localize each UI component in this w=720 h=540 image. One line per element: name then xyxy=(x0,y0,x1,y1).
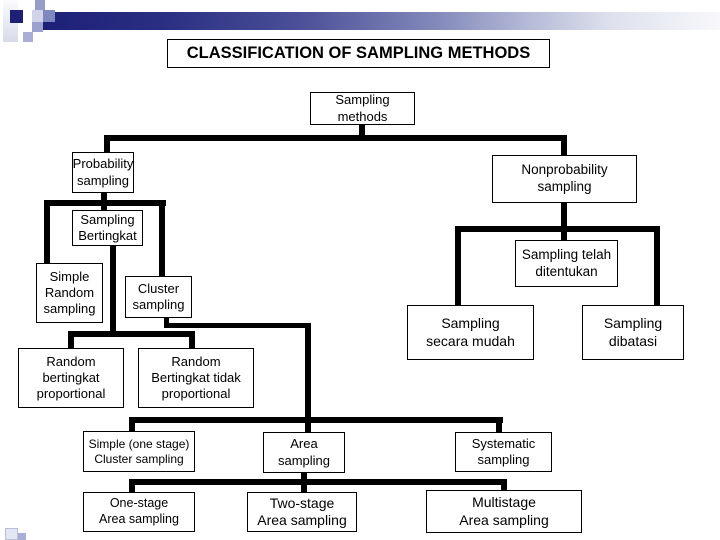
connector-line xyxy=(44,200,166,206)
node-label-line: ditentukan xyxy=(535,263,598,279)
connector-line xyxy=(110,246,116,337)
node-label-line: bertingkat xyxy=(42,369,100,385)
connector-line xyxy=(68,331,195,337)
connector-line xyxy=(305,323,311,433)
node-label-line: sampling xyxy=(76,172,130,188)
connector-line xyxy=(496,417,502,433)
connector-line xyxy=(654,226,660,306)
node-label-line: Simple (one stage) xyxy=(88,436,190,451)
connector-line xyxy=(455,226,660,232)
slide-title: CLASSIFICATION OF SAMPLING METHODS xyxy=(167,39,550,68)
node-label-line: Area sampling xyxy=(459,511,549,528)
node-label-line: Bertingkat tidak xyxy=(151,369,241,385)
node-label-line: sampling xyxy=(537,179,592,194)
node-label-line: sampling xyxy=(477,452,530,467)
connector-line xyxy=(44,200,50,264)
connector-line xyxy=(159,200,165,277)
node-label-line: Sampling xyxy=(441,315,500,331)
decoration-pixel-square xyxy=(32,22,43,32)
node-label-line: Multistage xyxy=(472,494,536,510)
node-label-line: secara mudah xyxy=(426,332,515,349)
node-label-line: dibatasi xyxy=(608,332,658,349)
node-simple-one-stage-cluster-sampling: Simple (one stage)Cluster sampling xyxy=(83,431,195,472)
node-label-line: Area xyxy=(290,436,318,452)
node-label-line: Simple xyxy=(49,268,90,284)
node-label-line: Random xyxy=(46,353,96,369)
node-label-line: Random xyxy=(44,284,95,300)
connector-line xyxy=(129,479,507,485)
connector-line xyxy=(359,124,365,137)
node-label-line: proportional xyxy=(36,386,106,402)
connector-line xyxy=(129,479,135,493)
connector-line xyxy=(189,331,195,349)
connector-line xyxy=(129,417,503,423)
connector-line xyxy=(129,417,135,432)
node-label-line: Cluster sampling xyxy=(94,451,184,466)
node-label-line: sampling xyxy=(277,452,331,468)
node-label-line: Two-stage xyxy=(269,494,335,511)
connector-line xyxy=(455,226,461,306)
node-label-line: Sampling xyxy=(603,315,663,331)
decoration-pixel-square xyxy=(35,0,45,11)
connector-line xyxy=(68,331,74,349)
node-label-line: One-stage xyxy=(109,496,169,511)
connector-line xyxy=(561,135,567,156)
node-label-line: methods xyxy=(337,108,388,124)
decoration-pixel-square-navy xyxy=(10,10,23,23)
node-label-line: Sampling xyxy=(80,211,135,227)
node-label-line: Area sampling xyxy=(99,512,179,526)
connector-line xyxy=(501,479,507,491)
connector-line xyxy=(561,203,567,241)
node-label-line: Random xyxy=(171,353,221,369)
decoration-gradient-bar xyxy=(43,12,720,30)
decoration-pixel-square xyxy=(18,533,26,540)
node-label-line: Sampling xyxy=(335,92,390,108)
node-label-line: Nonprobability xyxy=(521,162,608,178)
decoration-pixel-square xyxy=(32,10,43,22)
node-label-line: Sampling telah xyxy=(521,246,612,262)
node-label-line: sampling xyxy=(43,301,96,317)
connector-line xyxy=(164,323,311,328)
node-label-line: Probability xyxy=(72,156,134,172)
decoration-pixel-square xyxy=(23,32,33,42)
connector-line xyxy=(104,135,110,153)
decoration-pixel-square xyxy=(43,10,55,22)
node-label-line: Area sampling xyxy=(257,512,347,528)
node-label-line: Cluster xyxy=(137,280,180,296)
node-label-line: Systematic xyxy=(471,435,536,451)
node-label-line: Bertingkat xyxy=(78,228,137,243)
node-label-line: proportional xyxy=(161,386,231,402)
node-label-line: sampling xyxy=(132,297,185,312)
connector-line xyxy=(104,135,564,141)
